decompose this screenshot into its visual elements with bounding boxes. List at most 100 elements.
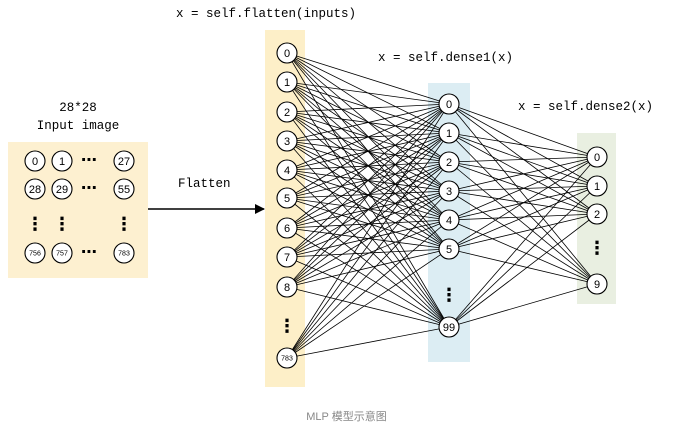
dense1-code-label: x = self.dense1(x) [378, 51, 513, 65]
edge-flatten-3-to-dense1-0 [286, 103, 450, 142]
edge-dense1-3-to-dense2-9 [448, 190, 598, 285]
flatten-node-1-label: 1 [284, 77, 290, 89]
edge-dense1-2-to-dense2-9 [448, 161, 598, 285]
flatten-node-2-circle [276, 101, 298, 123]
flatten-node-4-label: 4 [284, 165, 290, 177]
edge-flatten-783-to-dense1-3 [286, 190, 450, 359]
input-pixel-ellipsis-r2-c3-ellipsis: ⋮ [115, 214, 133, 235]
flatten-node-4: 4 [276, 159, 298, 181]
figure-caption: MLP 模型示意图 [306, 411, 387, 423]
flatten-node-783: 783 [276, 347, 298, 369]
dense1-node-5: 5 [438, 238, 460, 260]
edge-flatten-783-to-dense1-2 [286, 161, 450, 359]
flatten-node-2: 2 [276, 101, 298, 123]
edge-dense1-5-to-dense2-1 [448, 185, 598, 250]
input-pixel-55-label: 55 [118, 184, 130, 196]
edge-dense1-2-to-dense2-2 [448, 161, 598, 215]
flatten-node-3-circle [276, 130, 298, 152]
dense2-node-2-circle [586, 203, 608, 225]
input-title-label: Input image [37, 119, 120, 133]
edge-flatten-2-to-dense1-99 [286, 111, 450, 328]
flatten-node-6: 6 [276, 217, 298, 239]
flatten-node-7: 7 [276, 246, 298, 268]
input-pixel-1-circle [51, 150, 73, 172]
flatten-node-8-circle [276, 276, 298, 298]
edge-flatten-1-to-dense1-99 [286, 81, 450, 328]
flatten-node-1: 1 [276, 71, 298, 93]
input-pixel-756-circle [24, 242, 46, 264]
edge-dense1-1-to-dense2-9 [448, 132, 598, 285]
input-pixel-28: 28 [24, 178, 46, 200]
flatten-node-ellipsis-ellipsis: ⋮ [278, 316, 296, 337]
edge-dense1-5-to-dense2-0 [448, 156, 598, 250]
dense2-node-1-circle [586, 175, 608, 197]
dense2-layer-nodes: 012⋮9 [586, 146, 608, 295]
input-pixel-ellipsis-r2-c1-ellipsis: ⋮ [53, 214, 71, 235]
edge-dense1-99-to-dense2-9 [448, 283, 598, 328]
dense2-node-0-label: 0 [594, 152, 600, 164]
edge-dense1-99-to-dense2-0 [448, 156, 598, 328]
input-pixel-757-label: 757 [56, 251, 68, 258]
flatten-node-0-circle [276, 42, 298, 64]
edge-dense1-3-to-dense2-2 [448, 190, 598, 215]
dense1-node-2-circle [438, 151, 460, 173]
edge-dense1-99-to-dense2-2 [448, 213, 598, 328]
input-size-label: 28*28 [59, 101, 97, 115]
edge-flatten-7-to-dense1-99 [286, 256, 450, 328]
edge-flatten-4-to-dense1-99 [286, 169, 450, 328]
edge-dense1-99-to-dense2-1 [448, 185, 598, 328]
input-pixel-ellipsis-r2-c0-ellipsis: ⋮ [26, 214, 44, 235]
edge-dense1-0-to-dense2-0 [448, 103, 598, 158]
flatten-node-783-circle [276, 347, 298, 369]
edge-flatten-783-to-dense1-5 [286, 248, 450, 359]
input-pixel-783-circle [113, 242, 135, 264]
dense1-node-1-label: 1 [446, 128, 452, 140]
dense1-node-3: 3 [438, 180, 460, 202]
input-pixel-ellipsis-r1-c2: ⋯ [81, 178, 97, 197]
input-pixel-0-label: 0 [32, 156, 38, 168]
input-pixel-0: 0 [24, 150, 46, 172]
flatten-node-ellipsis: ⋮ [278, 316, 296, 337]
flatten-node-6-circle [276, 217, 298, 239]
edge-dense1-5-to-dense2-9 [448, 248, 598, 285]
input-pixel-757: 757 [51, 242, 73, 264]
flatten-node-6-label: 6 [284, 223, 290, 235]
edge-flatten-1-to-dense1-2 [286, 81, 450, 163]
input-pixel-ellipsis-r2-c1: ⋮ [53, 214, 71, 235]
edge-dense1-2-to-dense2-0 [448, 156, 598, 163]
dense1-node-5-label: 5 [446, 244, 452, 256]
dense2-node-0-circle [586, 146, 608, 168]
dense1-node-1: 1 [438, 122, 460, 144]
input-pixel-756: 756 [24, 242, 46, 264]
edge-flatten-5-to-dense1-4 [286, 197, 450, 221]
dense2-node-0: 0 [586, 146, 608, 168]
dense2-node-9-circle [586, 273, 608, 295]
edge-flatten-8-to-dense1-2 [286, 161, 450, 288]
input-pixel-55-circle [113, 178, 135, 200]
flatten-node-8-label: 8 [284, 282, 290, 294]
input-pixel-29-circle [51, 178, 73, 200]
flatten-node-8: 8 [276, 276, 298, 298]
input-pixel-756-label: 756 [29, 251, 41, 258]
flatten-node-0-label: 0 [284, 48, 290, 60]
input-pixel-0-circle [24, 150, 46, 172]
edge-flatten-8-to-dense1-1 [286, 132, 450, 288]
flatten-node-5: 5 [276, 187, 298, 209]
flatten-node-7-circle [276, 246, 298, 268]
edge-flatten-1-to-dense1-0 [286, 81, 450, 105]
dense2-node-2: 2 [586, 203, 608, 225]
edge-dense1-4-to-dense2-0 [448, 156, 598, 221]
dense1-node-0-label: 0 [446, 99, 452, 111]
flatten-node-2-label: 2 [284, 107, 290, 119]
dense2-node-2-label: 2 [594, 209, 600, 221]
edge-flatten-8-to-dense1-99 [286, 286, 450, 328]
edge-flatten-7-to-dense1-4 [286, 219, 450, 258]
dense1-node-99: 99 [438, 316, 460, 338]
input-pixel-ellipsis-r0-c2: ⋯ [81, 150, 97, 169]
input-pixel-ellipsis-r2-c0: ⋮ [26, 214, 44, 235]
edge-flatten-0-to-dense1-99 [286, 52, 450, 328]
edge-flatten-6-to-dense1-0 [286, 103, 450, 229]
edge-flatten-783-to-dense1-99 [286, 326, 450, 359]
